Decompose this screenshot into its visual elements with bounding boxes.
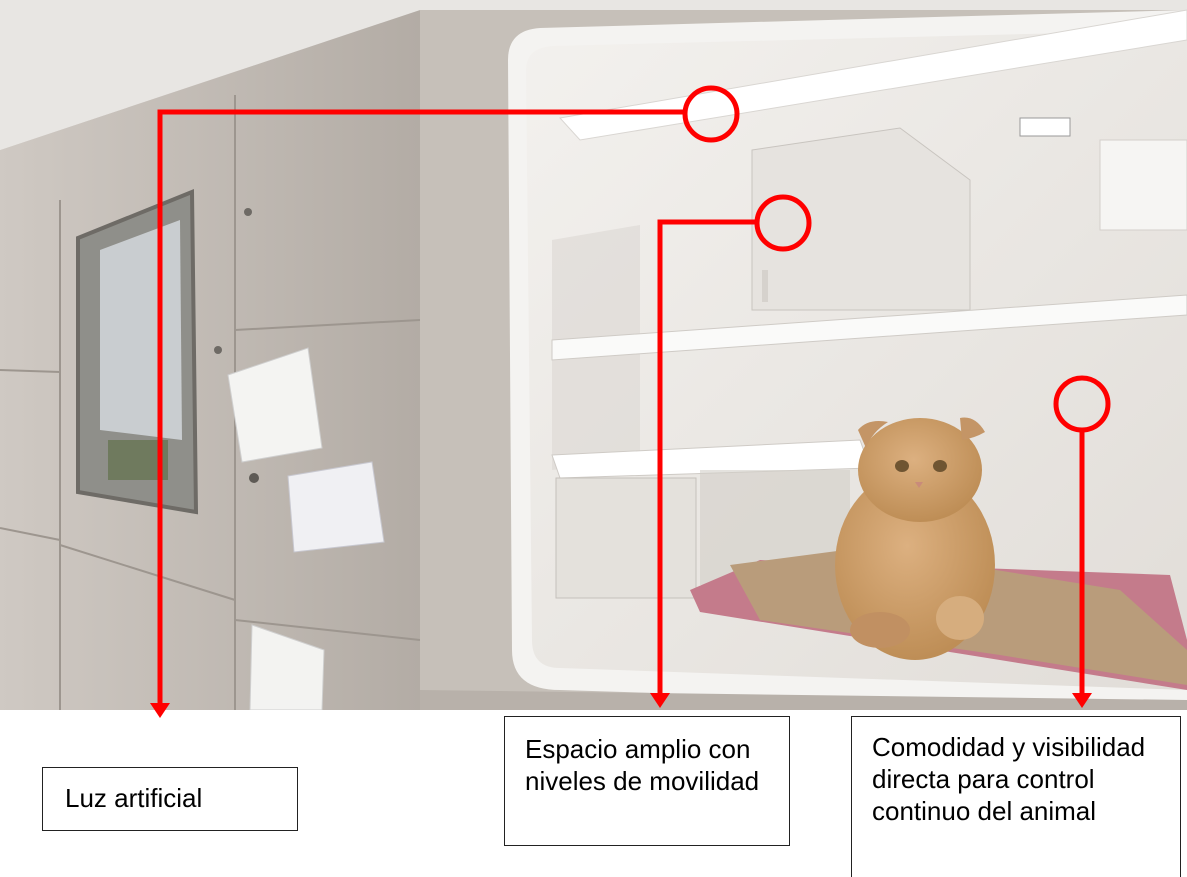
cat-enclosure-photo: [0, 0, 1187, 710]
air-conditioner: [1099, 139, 1187, 231]
paper-note-2: [287, 461, 385, 553]
callout-label: Espacio amplio con niveles de movilidad: [525, 734, 760, 796]
callout-comodidad-visibilidad: Comodidad y visibilidad directa para con…: [851, 716, 1181, 877]
callout-label: Comodidad y visibilidad directa para con…: [872, 732, 1146, 826]
cat: [835, 417, 995, 660]
callout-espacio-amplio: Espacio amplio con niveles de movilidad: [504, 716, 790, 846]
callout-label: Luz artificial: [65, 783, 203, 813]
upper-cabinet: [751, 127, 971, 311]
ceiling: [0, 0, 1187, 150]
callout-luz-artificial: Luz artificial: [42, 767, 298, 831]
